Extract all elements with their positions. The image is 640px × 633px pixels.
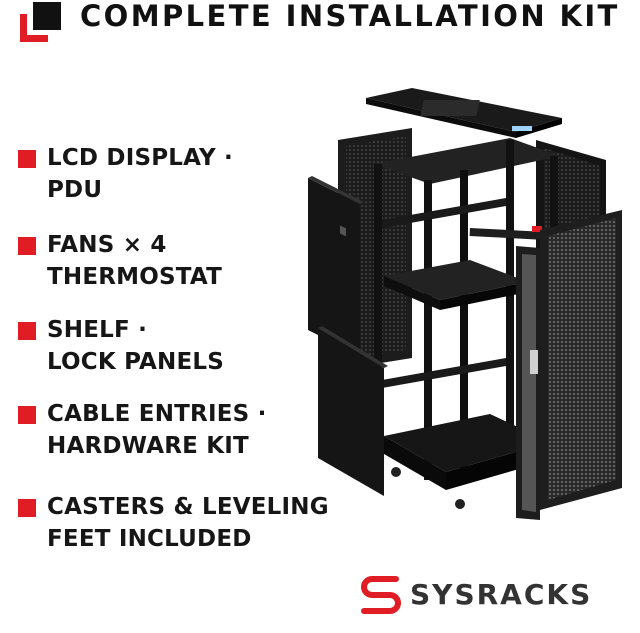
square-bullet-icon — [18, 150, 36, 168]
front-door — [516, 210, 622, 520]
square-bullet-icon — [18, 406, 36, 424]
square-bullet-icon — [18, 322, 36, 340]
s-monogram-icon — [361, 576, 401, 614]
feature-line-2: HARDWARE KIT — [47, 433, 249, 459]
feature-line-2: PDU — [47, 177, 103, 203]
brand-name: SYSRACKS — [410, 578, 593, 611]
left-side-panel-upper — [308, 176, 364, 356]
feature-line-1: CABLE ENTRIES · — [47, 401, 267, 427]
brand-logo: SYSRACKS — [358, 570, 628, 620]
left-side-panel-lower — [318, 326, 388, 496]
top-panel — [366, 88, 562, 138]
square-bullet-icon — [18, 237, 36, 255]
feature-line-2: FEET INCLUDED — [47, 526, 252, 552]
server-rack-illustration — [308, 88, 622, 520]
corner-brackets-icon — [20, 2, 61, 42]
square-bullet-icon — [18, 499, 36, 517]
feature-line-1: FANS × 4 — [47, 232, 167, 258]
feature-line-2: THERMOSTAT — [47, 264, 222, 290]
feature-line-2: LOCK PANELS — [47, 349, 225, 375]
feature-line-1: CASTERS & LEVELING — [47, 494, 329, 520]
feature-line-1: LCD DISPLAY · — [47, 145, 233, 171]
feature-line-1: SHELF · — [47, 317, 148, 343]
page-title: COMPLETE INSTALLATION KIT — [80, 0, 620, 33]
